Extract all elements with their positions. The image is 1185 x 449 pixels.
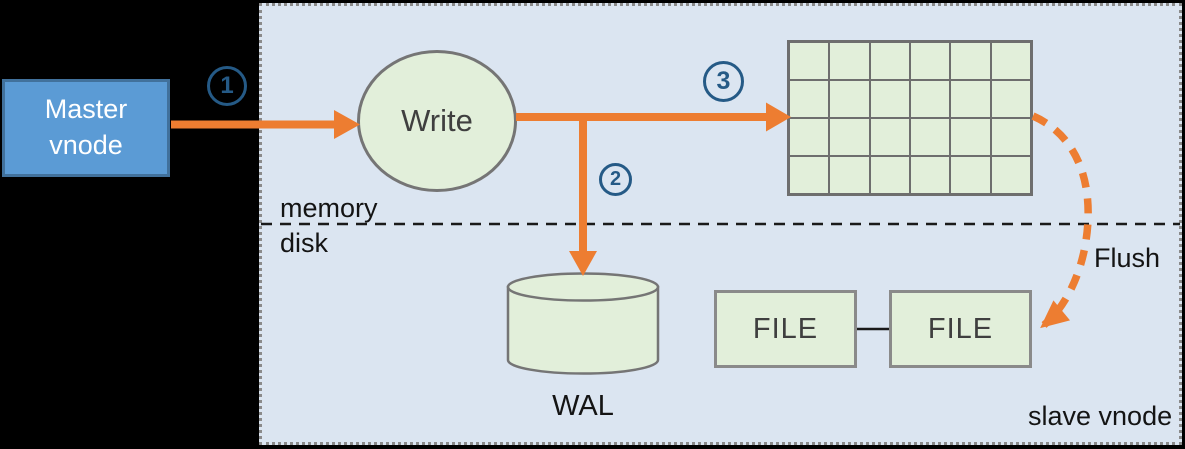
write-node: Write [357, 50, 517, 192]
memory-table-cell [830, 157, 869, 193]
file-box-2: FILE [889, 290, 1032, 368]
disk-label: disk [280, 228, 329, 258]
slave-vnode-label: slave vnode [1028, 401, 1173, 431]
memory-label: memory [280, 193, 378, 223]
file-box-1-label: FILE [752, 312, 819, 345]
step-2-badge: 2 [599, 163, 632, 196]
master-vnode-box: Master vnode [2, 79, 170, 177]
memory-table-cell [910, 157, 950, 193]
memory-table-cell [790, 43, 829, 79]
memory-table-cell [991, 119, 1030, 155]
memory-table-cell [790, 157, 829, 193]
memory-table-cell [870, 81, 909, 117]
memory-table-cell [991, 157, 1030, 193]
memory-table-cell [910, 81, 950, 117]
memory-table-cell [830, 43, 869, 79]
memory-table-cell [951, 81, 990, 117]
step-3-badge: 3 [703, 61, 744, 102]
memory-table-cell [951, 157, 990, 193]
memory-table-cell [910, 43, 950, 79]
memory-table-cell [830, 81, 869, 117]
memory-table-cell [991, 81, 1030, 117]
memory-table-cell [790, 119, 829, 155]
memory-table-cell [870, 119, 909, 155]
memory-table-cell [870, 157, 909, 193]
file-box-1: FILE [714, 290, 857, 368]
memory-table-cell [870, 43, 909, 79]
memory-table-cell [951, 43, 990, 79]
write-node-label: Write [401, 103, 473, 138]
memory-table-cell [830, 119, 869, 155]
step-1-badge: 1 [207, 66, 247, 106]
memory-table-cell [951, 119, 990, 155]
memory-table-cell [991, 43, 1030, 79]
memory-table [787, 40, 1033, 196]
memory-table-cell [910, 119, 950, 155]
file-box-2-label: FILE [927, 312, 994, 345]
memory-table-cell [790, 81, 829, 117]
flush-label: Flush [1094, 243, 1161, 273]
wal-label: WAL [552, 390, 614, 422]
